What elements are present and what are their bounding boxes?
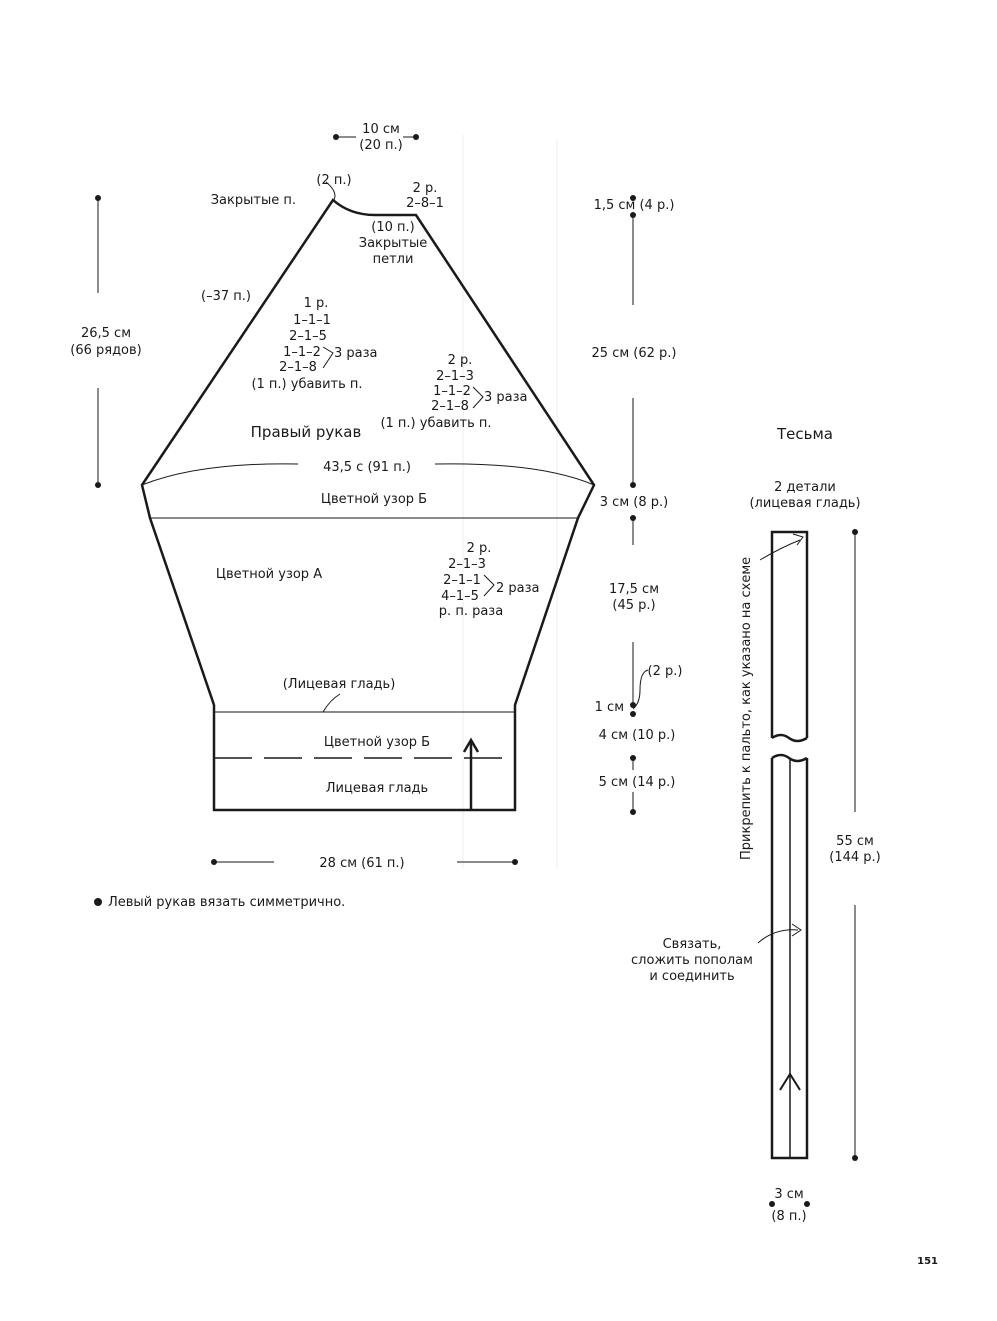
tape-title: Тесьма <box>776 425 833 443</box>
tape-piece: Тесьма 2 детали (лицевая гладь) Прикрепи… <box>631 425 881 1224</box>
decrease-line: 1–1–2 <box>433 384 471 399</box>
tape-arrow-icon <box>779 1072 801 1091</box>
bottom-width-dimension: 28 см (61 п.) <box>211 856 518 871</box>
decrease-times: 3 раза <box>484 390 528 405</box>
bottom-width: 28 см (61 п.) <box>319 856 404 871</box>
increases: 2 р. 2–1–3 2–1–1 4–1–5 2 раза р. п. раза <box>439 541 540 619</box>
decrease-line: 2–1–8 <box>279 360 317 375</box>
page-number: 151 <box>917 1256 938 1267</box>
decrease-line: 1 р. <box>304 296 329 311</box>
decrease-times: 3 раза <box>334 346 378 361</box>
measure-4-rows: (45 р.) <box>612 598 655 613</box>
cuff-pattern-b: Цветной узор Б <box>324 735 430 750</box>
decrease-note: (1 п.) убавить п. <box>251 377 362 392</box>
bound-off-count: (2 п.) <box>316 173 351 188</box>
measure-7: 5 см (14 р.) <box>599 775 676 790</box>
pointer <box>791 923 802 937</box>
measure-3: 3 см (8 р.) <box>600 495 668 510</box>
top-width-dimension: 10 см (20 п.) <box>333 122 419 153</box>
increase-note: р. п. раза <box>439 604 503 619</box>
pointer <box>759 539 801 561</box>
widest-measure: 43,5 с (91 п.) <box>323 460 411 475</box>
left-decreases: 1 р. 1–1–1 2–1–5 1–1–2 2–1–8 3 раза (1 п… <box>251 296 377 392</box>
cap-total-decrease: (–37 п.) <box>201 289 251 304</box>
increase-times: 2 раза <box>496 581 540 596</box>
decrease-note: (1 п.) убавить п. <box>380 416 491 431</box>
measure-1: 1,5 см (4 р.) <box>594 198 675 213</box>
decrease-line: 1–1–1 <box>293 313 331 328</box>
decrease-line: 2–1–3 <box>436 369 474 384</box>
footnote: Левый рукав вязать симметрично. <box>108 895 345 910</box>
sleeve-title: Правый рукав <box>251 423 362 441</box>
band-b-label: Цветной узор Б <box>321 492 427 507</box>
left-height-dimension: 26,5 см (66 рядов) <box>70 195 142 488</box>
tape-width-stitches: (8 п.) <box>771 1209 806 1224</box>
shoulder-rows: 2 р. <box>413 181 438 196</box>
center-count: (10 п.) <box>371 220 414 235</box>
decrease-line: 2–1–5 <box>289 329 327 344</box>
tape-fabric: (лицевая гладь) <box>749 496 860 511</box>
measure-5-cm: 1 см <box>595 700 624 715</box>
cuff-stockinette-note: (Лицевая гладь) <box>283 677 396 692</box>
sleeve-outline <box>140 181 596 812</box>
right-decreases: 2 р. 2–1–3 1–1–2 2–1–8 3 раза (1 п.) уба… <box>380 353 527 431</box>
tape-attach-note: Прикрепить к пальто, как указано на схем… <box>739 557 754 860</box>
left-height-cm: 26,5 см <box>81 326 131 341</box>
center-label-1: Закрытые <box>359 236 428 251</box>
footnote-bullet-icon <box>94 898 102 906</box>
tape-length-rows: (144 р.) <box>829 850 880 865</box>
brace-icon <box>472 386 484 409</box>
tape-width-cm: 3 см <box>774 1187 803 1202</box>
tape-fold-3: и соединить <box>649 969 734 984</box>
measure-4-cm: 17,5 см <box>609 582 659 597</box>
cuff-stockinette: Лицевая гладь <box>326 781 428 796</box>
decrease-line: 2–1–8 <box>431 399 469 414</box>
pattern-a-label: Цветной узор А <box>216 567 322 582</box>
brace-icon <box>322 346 334 369</box>
tape-fold-1: Связать, <box>663 937 722 952</box>
top-width-cm: 10 см <box>362 122 400 137</box>
tape-pieces: 2 детали <box>774 480 836 495</box>
measure-5-rows: (2 р.) <box>648 664 683 679</box>
increase-line: 2 р. <box>467 541 492 556</box>
shoulder-rule: 2–8–1 <box>406 196 444 211</box>
increase-line: 2–1–1 <box>443 573 481 588</box>
decrease-line: 2 р. <box>448 353 473 368</box>
tape-fold-2: сложить пополам <box>631 953 753 968</box>
pointer <box>792 533 804 546</box>
right-measures: 1,5 см (4 р.) 25 см (62 р.) 3 см (8 р.) … <box>592 195 683 815</box>
measure-2: 25 см (62 р.) <box>592 346 677 361</box>
top-width-stitches: (20 п.) <box>359 138 402 153</box>
decrease-line: 1–1–2 <box>283 345 321 360</box>
left-height-rows: (66 рядов) <box>70 343 142 358</box>
pointer <box>757 929 799 944</box>
increase-line: 2–1–3 <box>448 557 486 572</box>
measure-6: 4 см (10 р.) <box>599 728 676 743</box>
brace-icon <box>483 574 495 597</box>
increase-line: 4–1–5 <box>441 589 479 604</box>
tape-length-cm: 55 см <box>836 834 874 849</box>
bound-off-label: Закрытые п. <box>211 193 296 208</box>
center-label-2: петли <box>373 252 414 267</box>
